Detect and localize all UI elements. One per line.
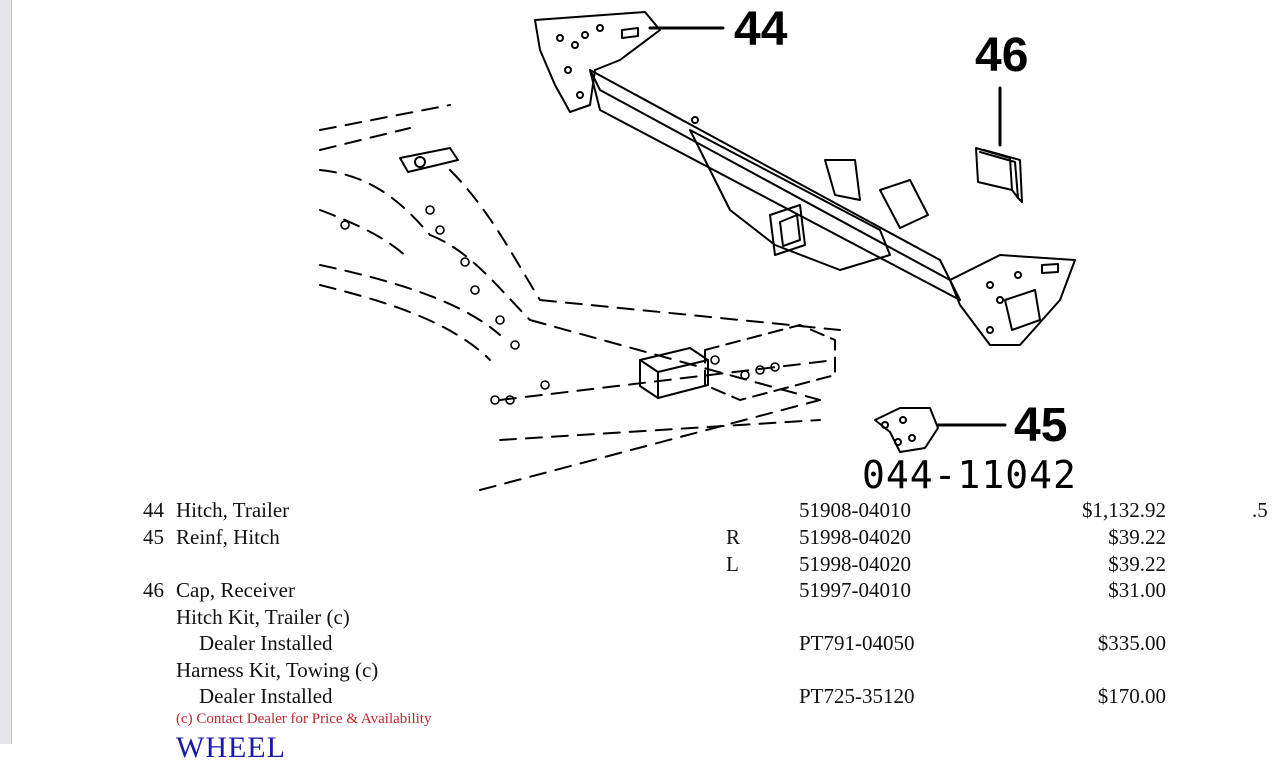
parts-diagram (300, 0, 1100, 500)
part-number: 51998-04020 (799, 552, 911, 576)
item-number: 46 (143, 578, 164, 602)
part-description: Hitch Kit, Trailer (c) (176, 605, 350, 629)
part-price: $170.00 (1097, 684, 1166, 708)
part-description: Dealer Installed (199, 631, 333, 655)
item-number: 45 (143, 525, 164, 549)
footnote: (c) Contact Dealer for Price & Availabil… (176, 711, 432, 727)
frame-crossmember (399, 147, 836, 401)
hitch-trailer-part (534, 11, 1076, 346)
part-number: 51998-04020 (799, 525, 911, 549)
part-description: Cap, Receiver (176, 578, 295, 602)
parts-row: 45 Reinf, Hitch R 51998-04020 $39.22 (0, 525, 1279, 552)
part-number: PT791-04050 (799, 631, 915, 655)
part-price: $31.00 (1108, 578, 1166, 602)
part-price: $1,132.92 (1082, 498, 1166, 522)
illustration-code: 044-11042 (862, 453, 1077, 497)
cap-receiver-part (975, 86, 1023, 203)
parts-row: L 51998-04020 $39.22 (0, 552, 1279, 579)
part-side: L (726, 552, 739, 576)
part-price: $39.22 (1108, 552, 1166, 576)
parts-row: 46 Cap, Receiver 51997-04010 $31.00 (0, 578, 1279, 605)
callout-45: 45 (1014, 399, 1068, 452)
part-side: R (726, 525, 741, 549)
vehicle-frame (319, 104, 841, 491)
part-number: 51997-04010 (799, 578, 911, 602)
part-qty: .5 (1252, 498, 1268, 522)
part-description: Dealer Installed (199, 684, 333, 708)
parts-row: Dealer Installed PT791-04050 $335.00 (0, 631, 1279, 658)
callout-46: 46 (975, 29, 1029, 82)
section-heading: WHEEL (176, 731, 286, 764)
parts-row: 44 Hitch, Trailer 51908-04010 $1,132.92 … (0, 498, 1279, 525)
item-number: 44 (143, 498, 164, 522)
parts-row: Dealer Installed PT725-35120 $170.00 (0, 684, 1279, 711)
part-description: Harness Kit, Towing (c) (176, 658, 379, 682)
part-description: Reinf, Hitch (176, 525, 280, 549)
part-price: $335.00 (1097, 631, 1166, 655)
part-number: PT725-35120 (799, 684, 915, 708)
reinf-hitch-part (874, 407, 1007, 453)
callout-44: 44 (734, 3, 788, 56)
frame-holes (340, 205, 780, 405)
part-price: $39.22 (1108, 525, 1166, 549)
parts-row: Harness Kit, Towing (c) (0, 658, 1279, 685)
hitch-illustration (319, 11, 1076, 491)
parts-row: Hitch Kit, Trailer (c) (0, 605, 1279, 632)
part-number: 51908-04010 (799, 498, 911, 522)
part-description: Hitch, Trailer (176, 498, 290, 522)
page-edge (0, 0, 12, 744)
